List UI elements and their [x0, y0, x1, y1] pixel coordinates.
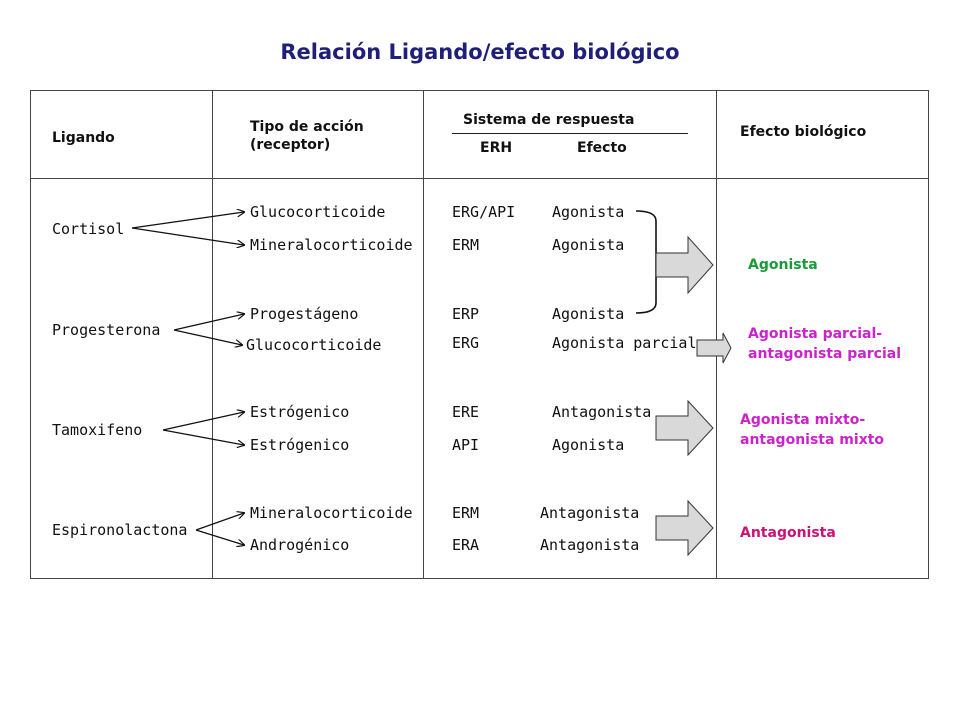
- ligand-fork-arrows: [131, 212, 244, 545]
- row-erh: API: [452, 436, 480, 454]
- column-divider: [423, 90, 424, 579]
- row-tipo: Progestágeno: [250, 305, 359, 323]
- fork-arrow: [162, 412, 244, 431]
- row-erh: ERM: [452, 236, 480, 254]
- ligand-espironolactona: Espironolactona: [52, 521, 188, 539]
- outcome-mixto-line1: Agonista mixto-: [740, 412, 866, 428]
- header-erh: ERH: [480, 140, 513, 156]
- ligand-cortisol: Cortisol: [52, 220, 125, 238]
- fork-arrow: [195, 513, 244, 531]
- header-efecto-biologico: Efecto biológico: [740, 124, 867, 140]
- fork-arrow: [162, 429, 244, 445]
- row-erh: ERM: [452, 504, 480, 522]
- table-frame: [30, 90, 929, 579]
- ligand-progesterona: Progesterona: [52, 321, 161, 339]
- row-erh: ERP: [452, 305, 480, 323]
- fork-arrow: [131, 212, 244, 229]
- row-efecto: Agonista: [552, 436, 625, 454]
- row-efecto: Antagonista: [540, 536, 640, 554]
- header-tipo-line2: (receptor): [250, 137, 331, 153]
- fork-arrow: [131, 227, 244, 245]
- ligand-tamoxifeno: Tamoxifeno: [52, 421, 143, 439]
- row-erh: ERG: [452, 334, 480, 352]
- fork-arrow: [195, 529, 244, 545]
- row-efecto: Antagonista: [540, 504, 640, 522]
- agonist-group-brace: [635, 210, 657, 314]
- row-efecto: Agonista: [552, 236, 625, 254]
- fork-arrow: [173, 314, 244, 331]
- block-arrow: [655, 235, 714, 295]
- outcome-agonista: Agonista: [748, 257, 818, 273]
- fork-arrow: [173, 329, 242, 345]
- outcome-antagonista: Antagonista: [740, 525, 836, 541]
- header-sistema: Sistema de respuesta: [463, 112, 635, 128]
- row-tipo: Mineralocorticoide: [250, 504, 413, 522]
- row-efecto: Antagonista: [552, 403, 652, 421]
- outcome-mixto-line2: antagonista mixto: [740, 432, 885, 448]
- row-efecto: Agonista: [552, 305, 625, 323]
- row-tipo: Estrógenico: [250, 436, 350, 454]
- row-efecto: Agonista: [552, 203, 625, 221]
- row-tipo: Glucocorticoide: [246, 336, 382, 354]
- sistema-underline: [452, 133, 688, 134]
- row-erh: ERG/API: [452, 203, 516, 221]
- row-erh: ERA: [452, 536, 480, 554]
- row-tipo: Glucocorticoide: [250, 203, 386, 221]
- outcome-parcial-line2: antagonista parcial: [748, 346, 902, 362]
- column-divider: [716, 90, 717, 579]
- row-tipo: Estrógenico: [250, 403, 350, 421]
- row-erh: ERE: [452, 403, 480, 421]
- block-arrow: [696, 332, 732, 364]
- outcome-parcial-line1: Agonista parcial-: [748, 326, 883, 342]
- column-divider: [212, 90, 213, 579]
- header-efecto: Efecto: [577, 140, 627, 156]
- header-divider: [30, 178, 929, 179]
- diagram-title: Relación Ligando/efecto biológico: [280, 40, 680, 64]
- row-efecto: Agonista parcial: [552, 334, 697, 352]
- row-tipo: Mineralocorticoide: [250, 236, 413, 254]
- block-arrow: [655, 499, 714, 557]
- header-ligando: Ligando: [52, 130, 115, 146]
- row-tipo: Androgénico: [250, 536, 350, 554]
- header-tipo-line1: Tipo de acción: [250, 119, 364, 135]
- block-arrow: [655, 399, 714, 457]
